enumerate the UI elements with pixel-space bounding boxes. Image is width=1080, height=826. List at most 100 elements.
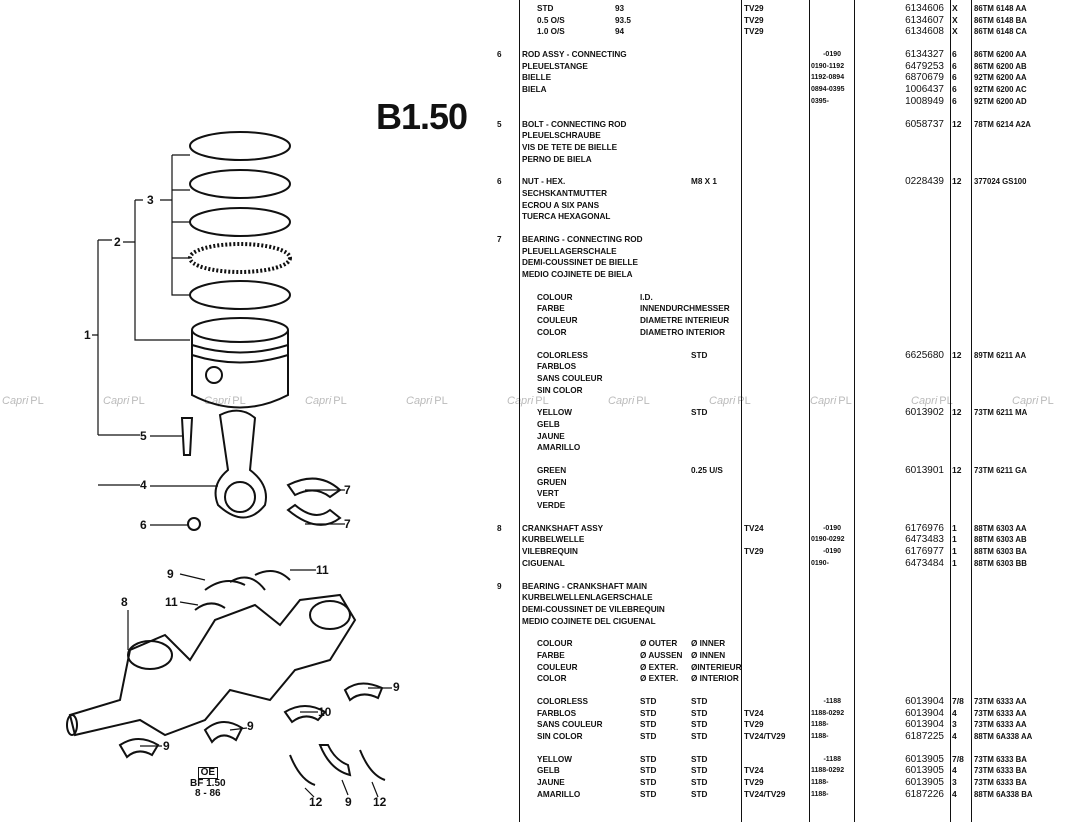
finis-code: 73TM 6211 GA xyxy=(974,466,1027,475)
model: TV24 xyxy=(744,523,764,533)
callout-11: 11 xyxy=(165,595,178,609)
part-number: 6013904 xyxy=(905,719,944,731)
description: AMARILLO xyxy=(537,789,581,799)
table-row: DEMI-COUSSINET DE VILEBREQUIN xyxy=(0,604,1080,616)
finis-code: 88TM 6303 AA xyxy=(974,523,1027,533)
callout-4: 4 xyxy=(140,478,147,492)
table-row: PLEUELSCHRAUBE xyxy=(0,130,1080,142)
date-range: 0894-0395 xyxy=(811,86,845,94)
table-row: VIS DE TETE DE BIELLE xyxy=(0,142,1080,154)
quantity: 6 xyxy=(952,84,957,95)
callout-9: 9 xyxy=(247,719,254,733)
watermark-suffix: PL xyxy=(333,395,347,407)
spec-a: STD xyxy=(640,789,657,799)
description: BEARING - CRANKSHAFT MAIN xyxy=(522,581,648,591)
date-range: 1188-0292 xyxy=(811,767,845,775)
spec-b: 0.25 U/S xyxy=(691,466,723,475)
spec-b: STD xyxy=(691,720,708,730)
date-range: -1188 xyxy=(823,755,841,763)
finis-code: 88TM 6303 AB xyxy=(974,535,1027,545)
spec-b: STD xyxy=(691,778,708,788)
description: TUERCA HEXAGONAL xyxy=(522,212,611,222)
table-row: SIN COLOR xyxy=(0,385,1080,397)
figure-ref: BF 1.50 xyxy=(190,778,226,789)
quantity: 1 xyxy=(952,557,957,568)
spec-a: STD xyxy=(640,720,657,730)
date-range: 0395- xyxy=(811,97,829,105)
watermark-text: Capri xyxy=(103,395,130,407)
description: DEMI-COUSSINET DE BIELLE xyxy=(522,258,638,268)
table-row: VERT xyxy=(0,488,1080,500)
spec-b: STD xyxy=(691,408,708,418)
description: SANS COULEUR xyxy=(537,720,603,730)
description: JAUNE xyxy=(537,778,565,788)
finis-code: 73TM 6333 BA xyxy=(974,778,1027,788)
quantity: 6 xyxy=(952,95,957,106)
description: JAUNE xyxy=(537,431,565,441)
callout-7: 7 xyxy=(344,483,351,497)
spec-b: STD xyxy=(691,789,708,799)
callout-9: 9 xyxy=(163,739,170,753)
exploded-parts-drawing xyxy=(66,131,392,798)
description: NUT - HEX. xyxy=(522,177,566,187)
spec-b: STD xyxy=(691,350,708,360)
finis-code: 73TM 6333 BA xyxy=(974,766,1027,776)
part-number: 1006437 xyxy=(905,84,944,96)
description: CIGUENAL xyxy=(522,558,565,568)
quantity: 3 xyxy=(952,719,957,730)
spec-a: INNENDURCHMESSER xyxy=(640,304,730,314)
quantity: 4 xyxy=(952,707,957,718)
item-number: 6 xyxy=(497,50,502,60)
spec-a: Ø EXTER. xyxy=(640,674,679,684)
quantity: 12 xyxy=(952,118,962,129)
description: YELLOW xyxy=(537,754,573,764)
quantity: 7/8 xyxy=(952,753,964,764)
quantity: 12 xyxy=(952,349,962,360)
table-row: FARBLOS xyxy=(0,361,1080,373)
part-number: 6870679 xyxy=(905,72,944,84)
description: VERDE xyxy=(537,501,566,511)
watermark-suffix: PL xyxy=(838,395,852,407)
table-row: VERDE xyxy=(0,500,1080,512)
description: SIN COLOR xyxy=(537,732,583,742)
column-divider xyxy=(741,0,742,822)
item-number: 6 xyxy=(497,177,502,187)
spec-a: Ø OUTER xyxy=(640,639,678,649)
date-range: 1188- xyxy=(811,721,829,729)
watermark-suffix: PL xyxy=(737,395,751,407)
part-number: 1008949 xyxy=(905,95,944,107)
table-row: GELB xyxy=(0,419,1080,431)
description: BIELLE xyxy=(522,73,552,83)
callout-8: 8 xyxy=(121,595,128,609)
callout-1: 1 xyxy=(84,328,91,342)
part-number: 6013905 xyxy=(905,765,944,777)
finis-code: 73TM 6333 BA xyxy=(974,754,1027,764)
model: TV29 xyxy=(744,15,764,25)
table-row: MEDIO COJINETE DE BIELA xyxy=(0,269,1080,281)
callout-9: 9 xyxy=(345,795,352,809)
watermark-suffix: PL xyxy=(434,395,448,407)
callout-11: 11 xyxy=(316,563,329,577)
rod-bearings-illustration xyxy=(286,477,342,526)
part-number: 6013904 xyxy=(905,707,944,719)
table-row: AMARILLO xyxy=(0,442,1080,454)
description: COLORLESS xyxy=(537,697,588,706)
date-range: 1192-0894 xyxy=(811,74,845,82)
quantity: 1 xyxy=(952,522,957,533)
watermark-text: Capri xyxy=(507,395,534,407)
